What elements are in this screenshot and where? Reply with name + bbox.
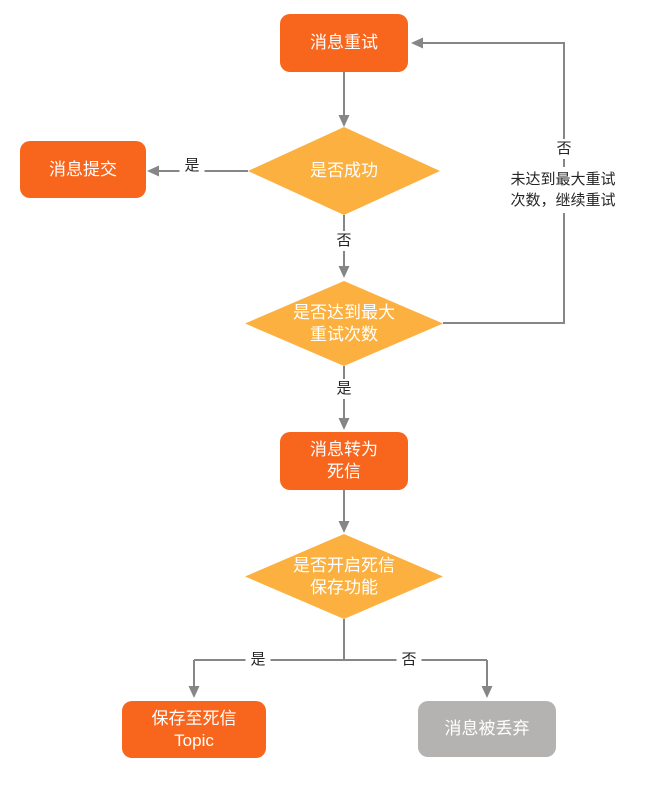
edge-label-feedback-no: 否 (551, 139, 577, 159)
node-message-submit: 消息提交 (20, 141, 146, 198)
edge-note-feedback: 未达到最大重试 次数，继续重试 (506, 167, 620, 213)
node-message-submit-label: 消息提交 (49, 159, 117, 179)
node-to-dead-letter-line1: 消息转为 (310, 440, 378, 459)
edge-label-max-retry-yes: 是 (331, 379, 357, 399)
node-save-to-topic-line2: Topic (174, 730, 214, 750)
node-message-discarded-label: 消息被丢弃 (444, 719, 530, 738)
node-message-discarded: 消息被丢弃 (418, 701, 556, 757)
edge-label-save-yes: 是 (245, 650, 271, 670)
edge-label-success-no: 否 (331, 231, 357, 251)
node-to-dead-letter-line2: 死信 (327, 462, 361, 481)
node-to-dead-letter: 消息转为 死信 (280, 432, 408, 490)
node-save-to-topic-line1: 保存至死信 (151, 708, 237, 728)
node-dead-letter-save-line2: 保存功能 (310, 577, 378, 597)
edge-note-feedback-line1: 未达到最大重试 (510, 171, 616, 188)
node-message-retry: 消息重试 (280, 14, 408, 72)
node-is-success-label: 是否成功 (310, 161, 378, 180)
node-save-to-topic: 保存至死信 Topic (122, 701, 266, 758)
node-max-retry-line2: 重试次数 (310, 324, 378, 344)
edge-label-success-yes: 是 (179, 156, 205, 176)
node-dead-letter-save-line1: 是否开启死信 (293, 555, 395, 575)
edge-label-save-no: 否 (396, 650, 422, 670)
node-message-retry-label: 消息重试 (310, 33, 378, 52)
node-max-retry-line1: 是否达到最大 (293, 302, 395, 322)
edge-note-feedback-line2: 次数，继续重试 (510, 192, 616, 209)
